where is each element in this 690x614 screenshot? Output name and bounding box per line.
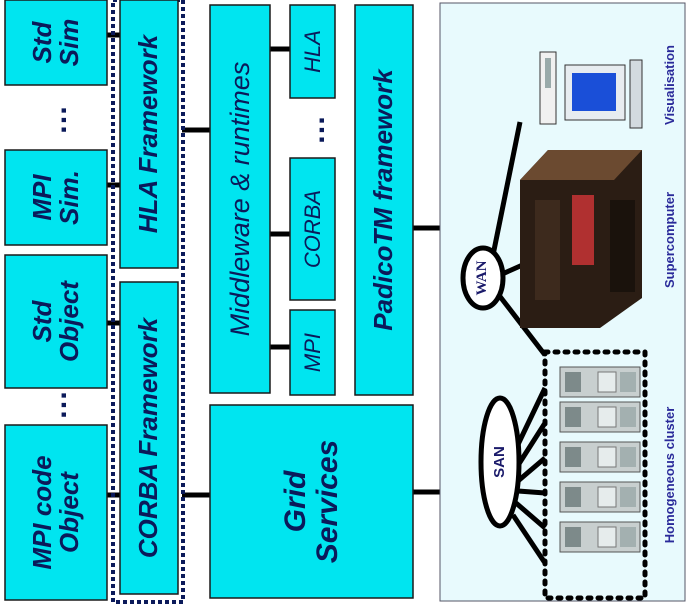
middleware-title: Middleware & runtimes xyxy=(210,5,270,393)
server-icon xyxy=(560,482,640,512)
padicotm-label: PadicoTM framework xyxy=(355,5,413,395)
ellipsis-apps-lower: … xyxy=(42,390,72,420)
label-line: Object xyxy=(56,281,83,362)
label-line: Object xyxy=(56,455,83,569)
label-line: Grid xyxy=(280,440,312,563)
homogeneous-cluster-label: Homogeneous cluster xyxy=(655,345,685,605)
label-line: MPI code xyxy=(29,455,56,569)
hla-runtime-label: HLA xyxy=(290,5,335,98)
label-line: Sim xyxy=(56,19,83,67)
corba-framework-label: CORBA Framework xyxy=(120,282,178,594)
label-line: MPI xyxy=(29,170,56,225)
ellipsis-apps-upper: … xyxy=(42,105,72,135)
label-line: Std xyxy=(29,281,56,362)
mpi-runtime-label: MPI xyxy=(290,310,335,395)
cluster-nodes xyxy=(560,367,640,552)
server-icon xyxy=(560,402,640,432)
label-line: Sim. xyxy=(56,170,83,225)
corba-runtime-label: CORBA xyxy=(290,158,335,300)
san-link xyxy=(518,491,545,493)
label-line: Services xyxy=(312,440,344,563)
server-icon xyxy=(560,367,640,397)
server-icon xyxy=(560,522,640,552)
supercomputer-label: Supercomputer xyxy=(655,140,685,340)
wan-label: WAN xyxy=(463,248,503,308)
visualisation-label: Visualisation xyxy=(655,10,685,160)
san-label: SAN xyxy=(481,398,519,526)
hla-framework-label: HLA Framework xyxy=(120,0,178,268)
ellipsis-runtimes: … xyxy=(295,110,335,150)
supercomputer-icon xyxy=(520,150,642,328)
label-line: Std xyxy=(29,19,56,67)
server-icon xyxy=(560,442,640,472)
